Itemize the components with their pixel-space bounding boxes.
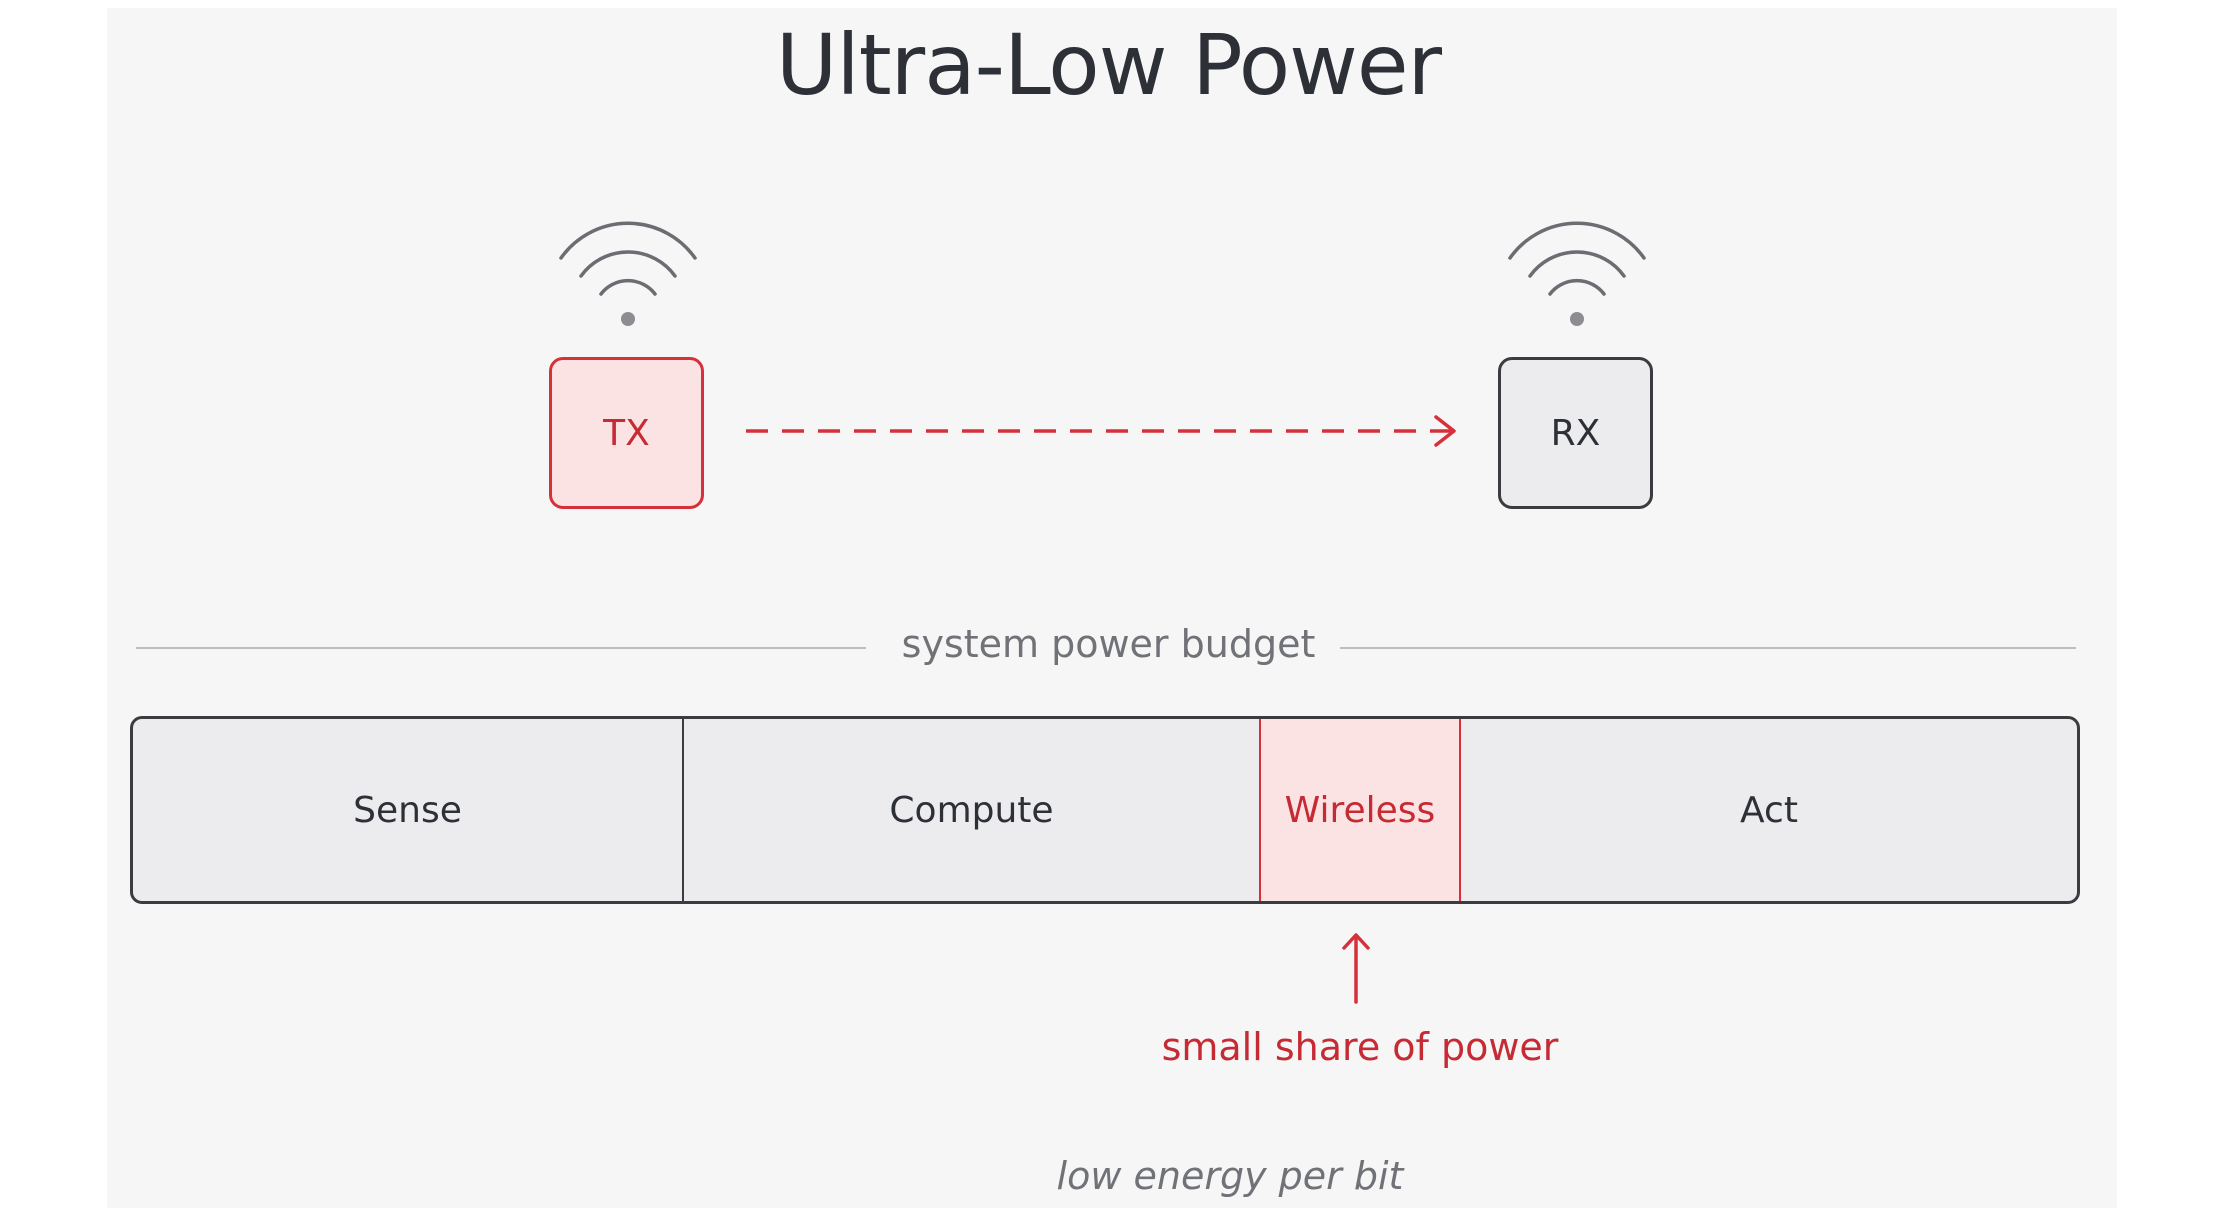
budget-label: system power budget (901, 622, 1316, 666)
footer-caption: low energy per bit (1056, 1154, 1404, 1198)
tx-label: TX (603, 412, 650, 454)
segment-compute: Compute (684, 719, 1259, 901)
dashed-arrow-icon (746, 415, 1456, 447)
segment-sense: Sense (133, 719, 684, 901)
rx-label: RX (1550, 412, 1601, 454)
segment-label: Compute (889, 789, 1054, 831)
wifi-icon (559, 221, 697, 326)
slide-background (107, 8, 2117, 1208)
wifi-icon (1508, 221, 1646, 326)
segment-wireless: Wireless (1259, 719, 1461, 901)
page-title: Ultra-Low Power (775, 16, 1442, 114)
divider-right (1340, 647, 2076, 649)
rx-node: RX (1498, 357, 1653, 509)
annotation-label: small share of power (1161, 1025, 1559, 1069)
segment-label: Act (1740, 789, 1798, 831)
segment-label: Wireless (1284, 789, 1436, 831)
segment-label: Sense (353, 789, 462, 831)
up-arrow-icon (1342, 933, 1370, 1004)
segment-act: Act (1461, 719, 2077, 901)
tx-node: TX (549, 357, 704, 509)
divider-left (136, 647, 866, 649)
power-budget-bar: Sense Compute Wireless Act (130, 716, 2080, 904)
